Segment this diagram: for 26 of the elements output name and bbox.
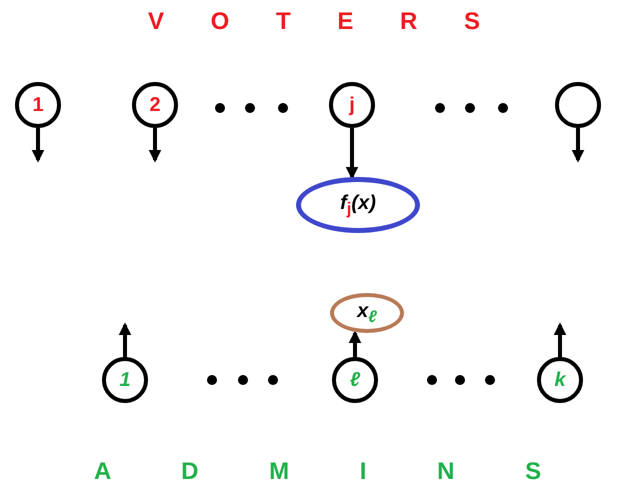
node-label: f$_{j}$(x) [340, 192, 376, 218]
variable-ellipse [330, 293, 404, 333]
voter-circle [555, 82, 601, 128]
group-heading: A D M I N S [94, 458, 544, 486]
arrow [554, 322, 566, 357]
arrow [572, 128, 584, 163]
arrow [348, 330, 362, 357]
voter-circle [329, 82, 375, 128]
arrow [118, 322, 132, 357]
node-label: k [554, 368, 566, 392]
arrow [346, 128, 358, 180]
node-label: 2 [149, 94, 161, 116]
group-heading: V O T E R S [148, 8, 482, 36]
admin-circle [332, 357, 378, 403]
node-label: j [349, 94, 355, 116]
node-label: ℓ [350, 368, 360, 392]
admin-circle [537, 357, 583, 403]
admin-circle [102, 357, 148, 403]
node-label: 1 [119, 368, 131, 392]
node-label: 1 [32, 94, 44, 116]
arrow [32, 128, 44, 163]
voter-circle [132, 82, 178, 128]
arrow [148, 128, 162, 163]
voter-circle [15, 82, 61, 128]
node-label: x$_{ℓ}$ [357, 300, 377, 326]
function-ellipse [296, 177, 420, 233]
